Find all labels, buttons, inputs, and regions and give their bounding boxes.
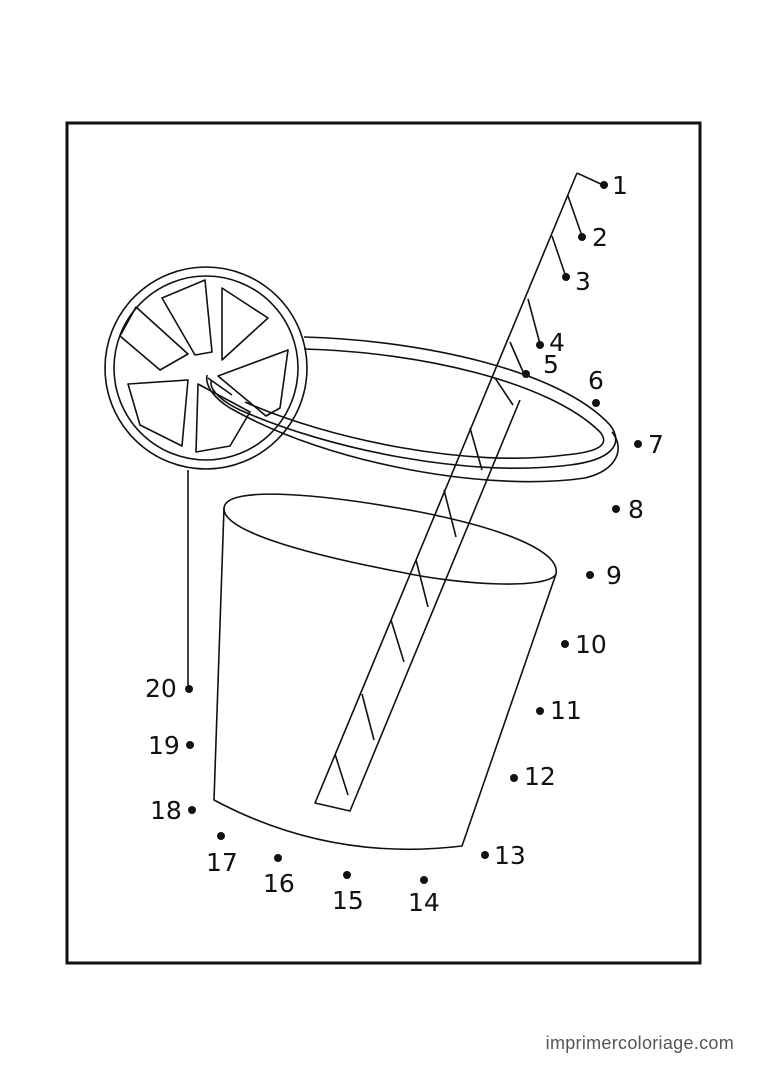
dot-16: [274, 854, 282, 862]
dot-10: [561, 640, 569, 648]
dot-label-19: 19: [148, 731, 180, 760]
site-watermark: imprimercoloriage.com: [545, 1033, 734, 1053]
dot-label-14: 14: [408, 888, 440, 917]
dot-14: [420, 876, 428, 884]
dot-2: [578, 233, 586, 241]
dot-4: [536, 341, 544, 349]
dot-label-1: 1: [612, 171, 628, 200]
glass-rim-ring: [205, 336, 619, 483]
dot-7: [634, 440, 642, 448]
glass-top-rim: [223, 493, 557, 585]
dot-15: [343, 871, 351, 879]
dot-label-8: 8: [628, 495, 644, 524]
dot-5: [522, 370, 530, 378]
dot-1: [600, 181, 608, 189]
dot-label-12: 12: [524, 762, 556, 791]
dot-18: [188, 806, 196, 814]
dot-label-18: 18: [150, 796, 182, 825]
dot-label-5: 5: [543, 350, 559, 379]
dot-3: [562, 273, 570, 281]
dot-label-10: 10: [575, 630, 607, 659]
dot-6: [592, 399, 600, 407]
dot-8: [612, 505, 620, 513]
dot-label-9: 9: [606, 561, 622, 590]
dot-13: [481, 851, 489, 859]
dot-19: [186, 741, 194, 749]
dot-label-3: 3: [575, 267, 591, 296]
lemonade-drawing: [104, 172, 619, 851]
dot-9: [586, 571, 594, 579]
glass-outline: [213, 507, 557, 851]
dot-label-17: 17: [206, 848, 238, 877]
dot-20: [185, 685, 193, 693]
dot-12: [510, 774, 518, 782]
dot-label-20: 20: [145, 674, 177, 703]
dot-label-11: 11: [550, 696, 582, 725]
dot-label-4: 4: [549, 328, 565, 357]
dot-label-13: 13: [494, 841, 526, 870]
dot-label-2: 2: [592, 223, 608, 252]
straw: [314, 172, 604, 812]
dot-17: [217, 832, 225, 840]
page-frame: [65, 121, 702, 965]
dot-label-7: 7: [648, 430, 664, 459]
lemon-slice: [104, 266, 308, 688]
dot-11: [536, 707, 544, 715]
dot-label-15: 15: [332, 886, 364, 915]
dot-label-6: 6: [588, 366, 604, 395]
dot-label-16: 16: [263, 869, 295, 898]
